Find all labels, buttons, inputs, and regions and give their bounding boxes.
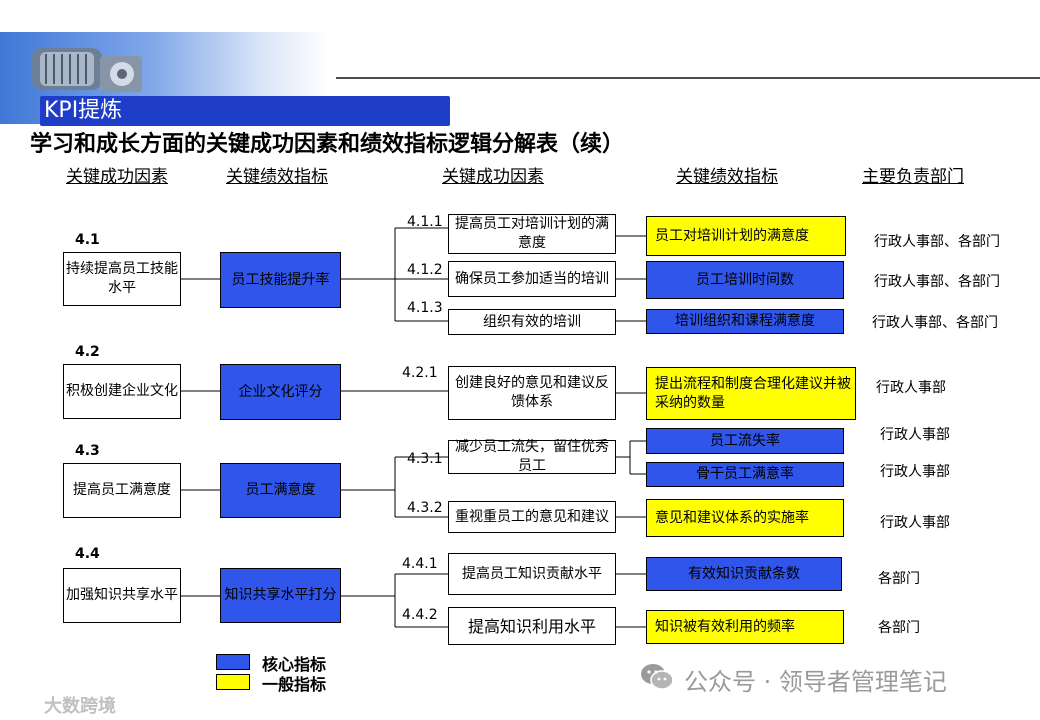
sub-csf-box: 确保员工参加适当的培训 <box>448 261 616 297</box>
sub-csf-box: 创建良好的意见和建议反馈体系 <box>448 366 616 420</box>
sub-number: 4.2.1 <box>402 365 438 381</box>
general-indicator-box: 知识被有效利用的频率 <box>646 610 844 644</box>
kpi-box: 员工满意度 <box>220 463 341 518</box>
legend-core-swatch <box>216 654 250 670</box>
sub-number: 4.4.1 <box>402 556 438 572</box>
watermark-text: 公众号 · 领导者管理笔记 <box>684 662 947 697</box>
csf-box: 积极创建企业文化 <box>63 364 181 419</box>
core-indicator-box: 有效知识贡献条数 <box>646 557 842 591</box>
group-number: 4.4 <box>75 546 100 562</box>
dept-label: 各部门 <box>878 617 920 637</box>
kpi-box: 员工技能提升率 <box>220 252 341 308</box>
group-number: 4.3 <box>75 443 100 459</box>
kpi-box: 知识共享水平打分 <box>220 568 341 623</box>
core-indicator-box: 骨干员工满意率 <box>646 462 844 487</box>
sub-number: 4.1.3 <box>407 300 443 316</box>
dept-label: 行政人事部、各部门 <box>872 312 998 332</box>
sub-number: 4.3.1 <box>407 451 443 467</box>
sub-csf-box: 提高员工对培训计划的满意度 <box>448 214 616 254</box>
legend-general-swatch <box>216 674 250 690</box>
core-indicator-box: 培训组织和课程满意度 <box>646 309 844 334</box>
group-number: 4.2 <box>75 344 100 360</box>
sub-csf-box: 重视重员工的意见和建议 <box>448 501 616 533</box>
dept-label: 行政人事部、各部门 <box>874 271 1000 291</box>
sub-csf-box: 提高知识利用水平 <box>448 607 616 645</box>
dept-label: 行政人事部 <box>880 424 950 444</box>
sub-number: 4.4.2 <box>402 607 438 623</box>
sub-number: 4.1.2 <box>407 262 443 278</box>
general-indicator-box: 员工对培训计划的满意度 <box>646 216 846 256</box>
dept-label: 行政人事部 <box>880 512 950 532</box>
csf-box: 持续提高员工技能水平 <box>63 252 181 306</box>
csf-box: 提高员工满意度 <box>63 463 181 518</box>
dept-label: 各部门 <box>878 568 920 588</box>
general-indicator-box: 提出流程和制度合理化建议并被采纳的数量 <box>646 367 856 420</box>
core-indicator-box: 员工培训时间数 <box>646 261 844 299</box>
sub-csf-box: 减少员工流失，留住优秀员工 <box>448 440 616 474</box>
dept-label: 行政人事部 <box>876 377 946 397</box>
legend-general-label: 一般指标 <box>262 671 326 695</box>
core-indicator-box: 员工流失率 <box>646 428 844 454</box>
sub-number: 4.1.1 <box>407 214 443 230</box>
sub-csf-box: 提高员工知识贡献水平 <box>448 553 616 595</box>
wechat-icon <box>640 662 674 692</box>
group-number: 4.1 <box>75 232 100 248</box>
general-indicator-box: 意见和建议体系的实施率 <box>646 499 844 537</box>
corner-watermark: 大数跨境 <box>44 692 116 718</box>
dept-label: 行政人事部 <box>880 461 950 481</box>
sub-number: 4.3.2 <box>407 500 443 516</box>
dept-label: 行政人事部、各部门 <box>874 231 1000 251</box>
kpi-box: 企业文化评分 <box>220 364 341 420</box>
csf-box: 加强知识共享水平 <box>63 568 181 623</box>
sub-csf-box: 组织有效的培训 <box>448 309 616 335</box>
